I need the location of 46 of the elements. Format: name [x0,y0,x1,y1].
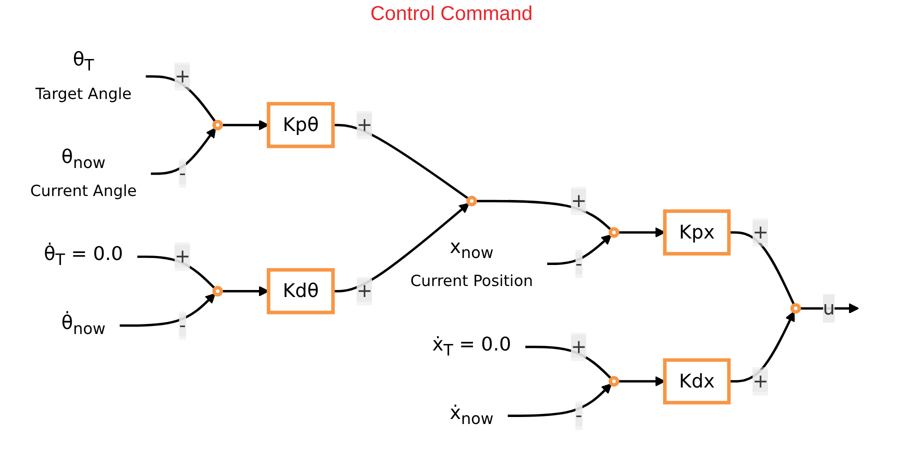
edge-label: + [174,244,190,268]
node-circle [212,120,223,130]
arrow [150,127,216,175]
edge-label: + [752,370,768,392]
node-text: ẋ$_{T}$ = 0.0 [432,332,512,360]
node-label: Current Position [410,273,533,292]
connector [332,124,470,200]
connector [525,346,612,380]
connector [475,200,612,231]
arrow [120,293,216,327]
edge-label: + [356,113,373,136]
edge-label: + [570,189,587,212]
node-circle [212,286,223,296]
node-label: Target Angle [35,86,132,104]
edge-label: u [822,296,835,320]
node-label: Current Angle [30,183,137,202]
node-text: x$_{now}$ [450,235,494,263]
node-box: Kdx [663,358,731,404]
edge-label: + [570,335,587,358]
node-text: θ$_{now}$ [61,145,106,173]
edge-label: + [752,220,768,244]
node-text: θ̇$_{now}$ [61,311,106,339]
edge-label: - [179,314,186,336]
edge-label: + [174,64,190,88]
arrow [547,234,612,266]
connector [728,231,796,306]
connector [146,75,217,123]
node-text: θ$_{T}$ [72,48,94,76]
note-text: Control Command [370,3,533,25]
edge-label: - [179,162,186,184]
node-box: Kpx [663,209,731,256]
edge-label: - [575,252,582,275]
arrow [728,311,795,383]
node-text: θ̇$_{T}$ = 0.0 [44,242,124,270]
arrow [332,202,470,292]
node-text: ẋ$_{now}$ [450,401,494,429]
node-circle [790,303,801,314]
edge-label: - [575,404,582,426]
node-circle [608,376,620,387]
edge-label: + [356,279,373,302]
node-circle [466,196,478,206]
node-box: Kpθ [266,102,335,148]
node-box: Kdθ [266,268,335,314]
node-circle [608,227,620,238]
arrow [508,383,612,417]
connector [137,256,216,290]
